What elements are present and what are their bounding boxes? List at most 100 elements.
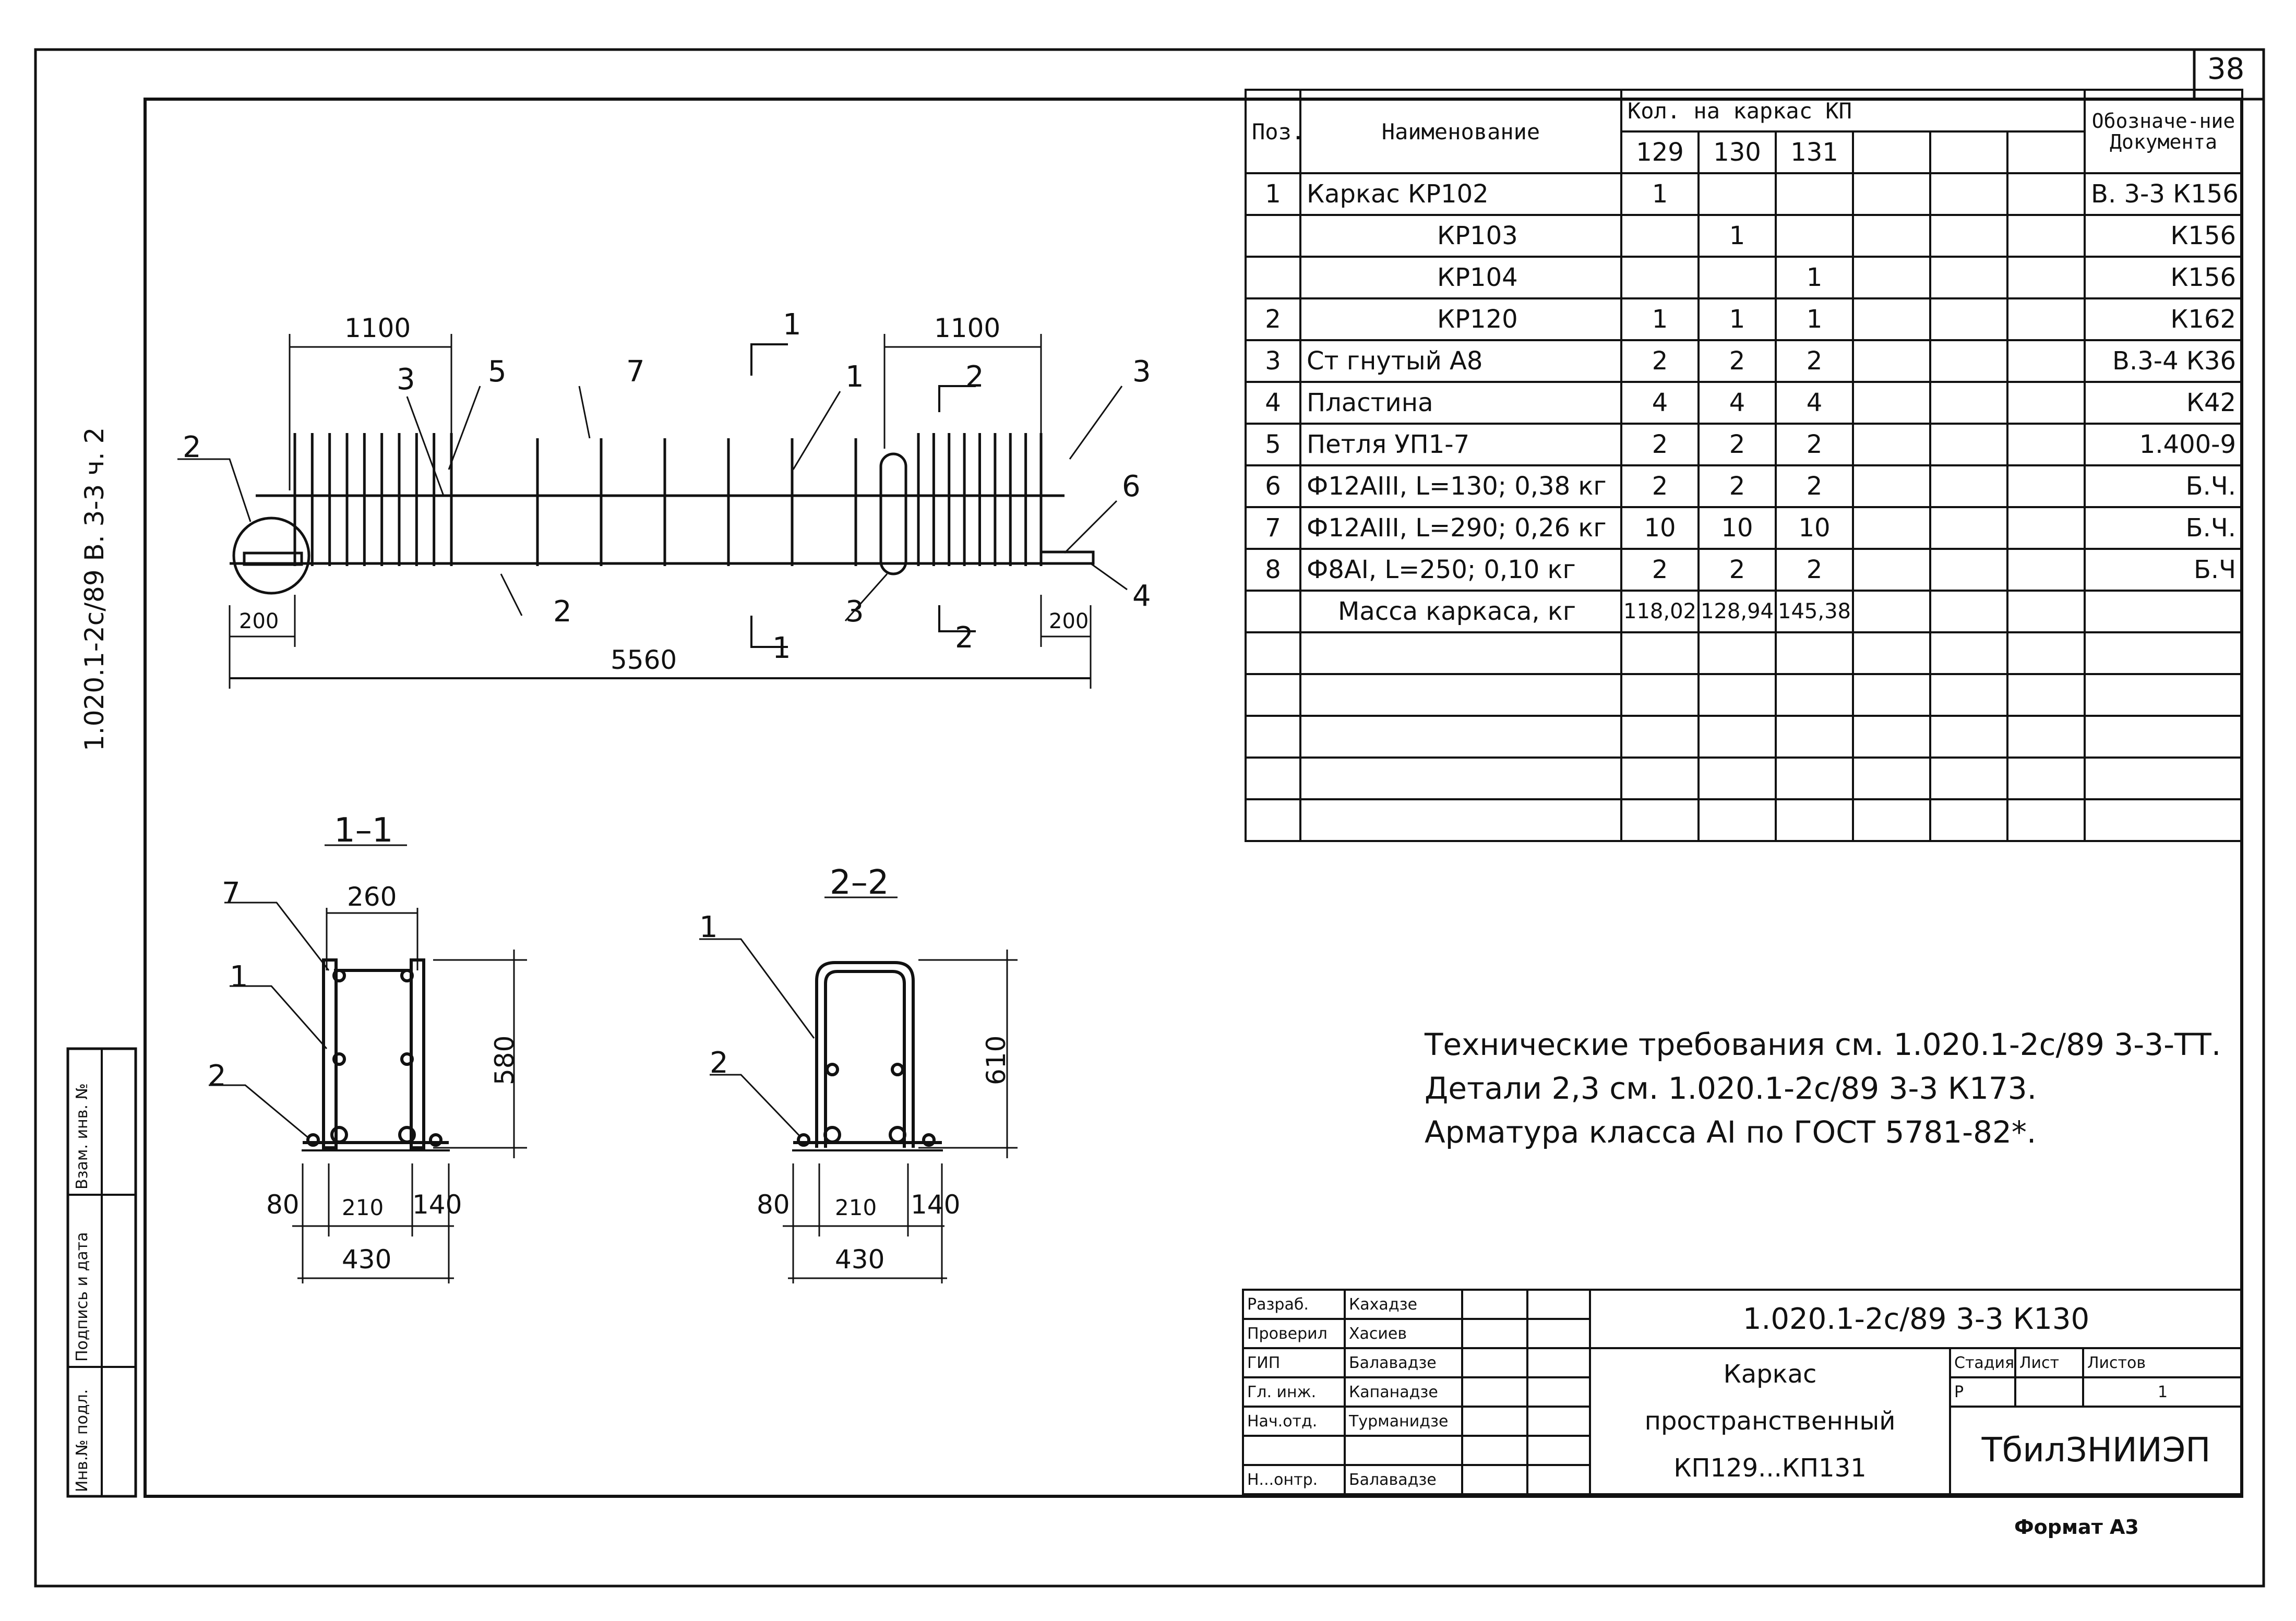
spec-cell-pos: 4 — [1245, 381, 1301, 425]
spec-cell-empty — [2006, 590, 2086, 633]
sec1-callout-1: 1 — [230, 960, 248, 994]
spec-cell-qty-131 — [1775, 214, 1854, 258]
sec2-dim-b3: 140 — [911, 1190, 961, 1220]
spec-cell-pos — [1245, 256, 1301, 299]
stamp-person: Балавадзе — [1344, 1464, 1463, 1495]
detail-circle — [232, 517, 310, 595]
callout-5: 5 — [488, 355, 507, 389]
spec-cell-empty — [1929, 256, 2008, 299]
spec-cell-qty-130: 1 — [1697, 214, 1777, 258]
spec-cell-empty — [1929, 214, 2008, 258]
stamp-stage-value: Р — [1949, 1376, 2016, 1408]
stamp-date — [1526, 1318, 1591, 1349]
spec-cell-empty — [2006, 423, 2086, 466]
side-document-code: 1.020.1-2с/89 В. 3-3 ч. 2 — [79, 427, 110, 751]
spec-cell-qty-130 — [1697, 256, 1777, 299]
header-col-131: 131 — [1775, 130, 1854, 174]
spec-cell-empty — [1852, 506, 1931, 550]
spec-cell-empty — [2006, 339, 2086, 383]
spec-cell-pos: 7 — [1245, 506, 1301, 550]
stamp-signature — [1461, 1376, 1528, 1408]
stamp-sheet-value — [2014, 1376, 2084, 1408]
spec-cell-qty-131: 10 — [1775, 506, 1854, 550]
spec-cell-pos: 6 — [1245, 464, 1301, 508]
stamp-signature — [1461, 1406, 1528, 1437]
spec-row-empty — [1245, 673, 2244, 717]
stamp-person: Балавадзе — [1344, 1347, 1463, 1378]
spec-cell-empty — [1929, 381, 2008, 425]
sec1-dim-b3: 140 — [412, 1190, 462, 1220]
spec-cell-pos — [1245, 214, 1301, 258]
spec-cell-qty-131: 1 — [1775, 256, 1854, 299]
spec-cell-qty-131: 2 — [1775, 423, 1854, 466]
callout-3c: 3 — [845, 595, 864, 629]
spec-cell-qty-130: 10 — [1697, 506, 1777, 550]
spec-cell-empty — [1852, 590, 1931, 633]
spec-cell-empty — [2006, 464, 2086, 508]
spec-cell-empty — [1852, 256, 1931, 299]
stamp-sheet-label: Лист — [2014, 1347, 2084, 1378]
spec-cell-qty-130 — [1697, 172, 1777, 216]
spec-cell-pos: 8 — [1245, 548, 1301, 592]
spec-cell-empty — [1929, 464, 2008, 508]
spec-cell-qty-130: 2 — [1697, 548, 1777, 592]
spec-cell-empty — [1929, 506, 2008, 550]
stamp-title-line-1: Каркас пространственный — [1644, 1360, 1896, 1436]
stamp-role: ГИП — [1242, 1347, 1346, 1378]
spec-cell-empty — [2006, 256, 2086, 299]
header-col-130: 130 — [1697, 130, 1777, 174]
stamp-person: Кахадзе — [1344, 1289, 1463, 1320]
stamp-role: Нач.отд. — [1242, 1406, 1346, 1437]
stamp-date — [1526, 1289, 1591, 1320]
note-line-1: Технические требования см. 1.020.1-2с/89… — [1425, 1027, 2221, 1062]
spec-cell-name: КР104 — [1299, 256, 1622, 299]
spec-cell-qty-129: 2 — [1620, 423, 1700, 466]
spec-cell-pos — [1245, 590, 1301, 633]
stamp-person: Турманидзе — [1344, 1406, 1463, 1437]
stamp-role — [1242, 1435, 1346, 1466]
spec-cell-qty-129: 1 — [1620, 172, 1700, 216]
spec-cell-qty-129: 2 — [1620, 464, 1700, 508]
callout-3b: 3 — [1132, 355, 1151, 389]
stamp-date — [1526, 1435, 1591, 1466]
spec-cell-empty — [1929, 339, 2008, 383]
section-1-title: 1–1 — [334, 811, 393, 850]
stamp-date — [1526, 1376, 1591, 1408]
spec-cell-pos: 3 — [1245, 339, 1301, 383]
spec-cell-name: Ф12АIII, L=130; 0,38 кг — [1299, 464, 1622, 508]
sec2-dim-total: 430 — [835, 1244, 885, 1275]
spec-cell-qty-129 — [1620, 256, 1700, 299]
spec-cell-qty-130: 2 — [1697, 339, 1777, 383]
stamp-person — [1344, 1435, 1463, 1466]
stamp-title-line-2: КП129...КП131 — [1673, 1454, 1867, 1483]
spec-cell-empty — [1929, 423, 2008, 466]
section-mark-1-bottom: 1 — [772, 631, 791, 665]
spec-cell-name: Ф8АI, L=250; 0,10 кг — [1299, 548, 1622, 592]
spec-cell-name: Ст гнутый А8 — [1299, 339, 1622, 383]
callout-2c: 2 — [553, 595, 572, 629]
spec-cell-qty-131: 4 — [1775, 381, 1854, 425]
spec-cell-doc: Б.Ч. — [2084, 506, 2244, 550]
side-box-replacement: Взам. инв. № — [73, 1083, 91, 1190]
callout-6: 6 — [1122, 470, 1141, 503]
header-qty: Кол. на каркас КП — [1620, 89, 2086, 133]
spec-cell-qty-131: 2 — [1775, 339, 1854, 383]
sec2-dim-height: 610 — [981, 1035, 1011, 1085]
spec-cell-qty-129: 1 — [1620, 297, 1700, 341]
section-mark-1-top: 1 — [783, 308, 802, 342]
spec-cell-qty-131: 145,38 — [1775, 590, 1854, 633]
sheet-format: Формат А3 — [2014, 1516, 2139, 1539]
spec-cell-qty-129: 118,02 — [1620, 590, 1700, 633]
sheet-number: 38 — [2207, 52, 2245, 86]
spec-cell-doc: К156 — [2084, 214, 2244, 258]
spec-cell-empty — [1852, 339, 1931, 383]
sec1-callout-2: 2 — [208, 1059, 226, 1093]
note-line-2: Детали 2,3 см. 1.020.1-2с/89 3-3 К173. — [1425, 1071, 2037, 1106]
